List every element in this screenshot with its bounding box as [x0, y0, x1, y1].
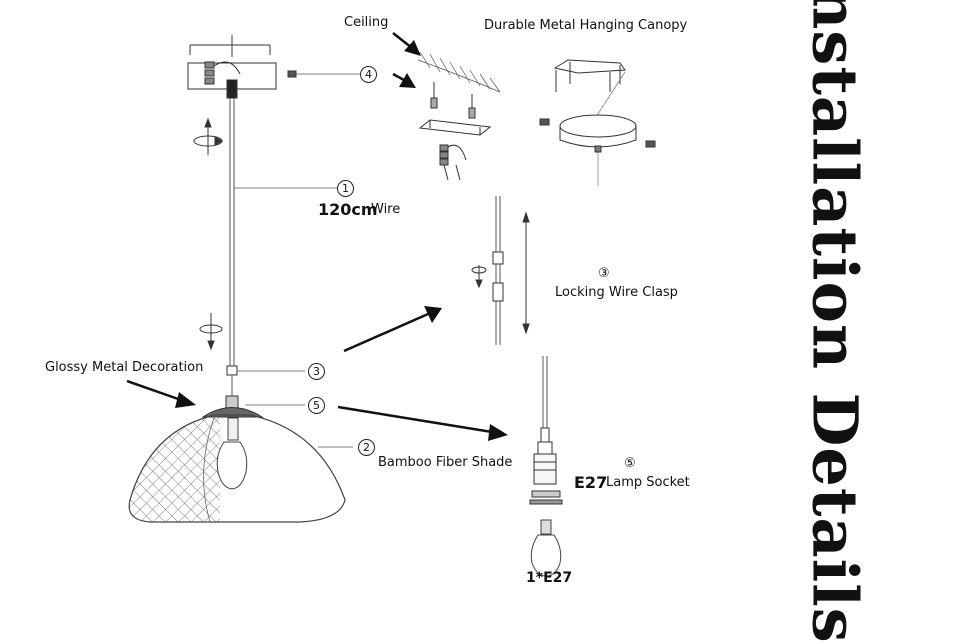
ceiling-label: Ceiling: [344, 15, 389, 30]
ceiling-canopy-left: [187, 35, 277, 99]
installation-diagram: [126, 32, 656, 577]
ceiling-bracket-detail: [418, 82, 492, 181]
arrow-to-socket: [337, 405, 508, 441]
callout-1: 1: [337, 180, 354, 197]
socket-detail: [529, 356, 563, 505]
socket-label: Lamp Socket: [606, 475, 690, 490]
page-title: Installation Details: [798, 0, 872, 644]
bulb-detail: [530, 519, 562, 577]
callout-3: 3: [308, 363, 325, 380]
wire-clasp-left: [226, 365, 305, 398]
canopy-label: Durable Metal Hanging Canopy: [484, 18, 688, 33]
ceiling-surface: [417, 51, 501, 93]
callout-2: 2: [358, 439, 375, 456]
arrow-ceiling-2: [392, 72, 416, 88]
wire-label: Wire: [371, 202, 401, 217]
glossy-decoration-label: Glossy Metal Decoration: [45, 360, 204, 375]
arrow-to-clasp: [343, 306, 442, 353]
clasp-detail: [471, 196, 530, 345]
bulb-label: 1*E27: [526, 570, 573, 586]
metal-decoration-left: [201, 395, 305, 418]
hanging-wire: [229, 98, 235, 368]
title-container: Installation Details: [790, 0, 880, 644]
rotate-arrow-upper: [193, 117, 224, 155]
wire-length-label: 120cm: [318, 200, 378, 219]
callout-5: 5: [308, 397, 325, 414]
canopy-ring: [539, 114, 656, 186]
screw-left: [287, 70, 360, 78]
clasp-number-label: ③: [598, 266, 610, 281]
rotate-arrow-lower: [199, 313, 223, 351]
clasp-label: Locking Wire Clasp: [555, 285, 678, 300]
socket-type-label: E27: [574, 473, 608, 492]
bulb-left: [216, 417, 248, 490]
callout-4: 4: [360, 66, 377, 83]
socket-number-label: ⑤: [624, 456, 636, 471]
arrow-ceiling-1: [392, 32, 421, 56]
shade-label: Bamboo Fiber Shade: [378, 455, 513, 470]
arrow-to-decoration: [126, 379, 196, 408]
